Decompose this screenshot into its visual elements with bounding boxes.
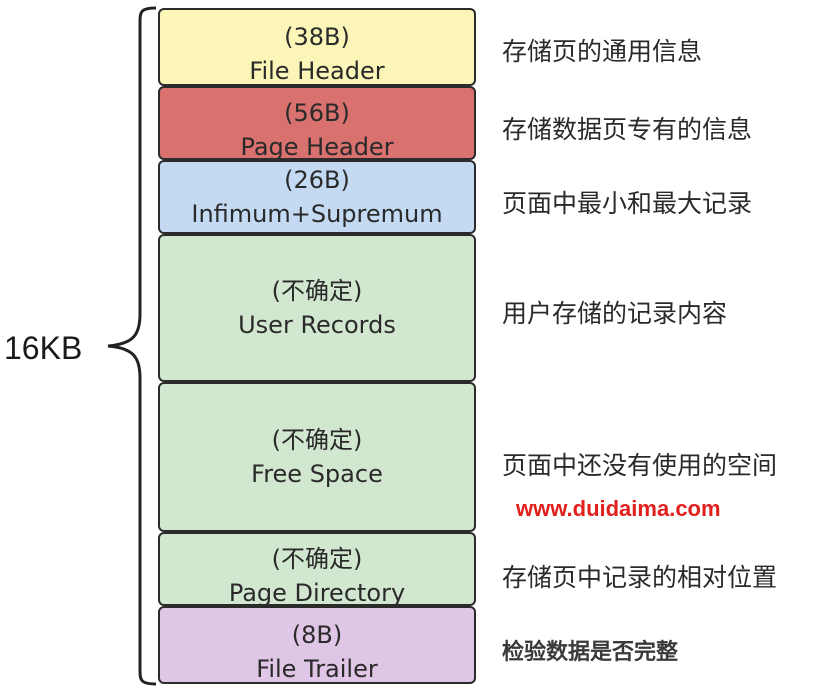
watermark-link[interactable]: www.duidaima.com (516, 496, 721, 521)
block-infimum-supremum: (26B) Infimum+Supremum (158, 160, 476, 234)
block-size: (26B) (284, 166, 350, 194)
block-free-space: (不确定) Free Space (158, 382, 476, 532)
desc-file-header: 存储页的通用信息 (502, 37, 703, 66)
block-size: (8B) (291, 621, 343, 649)
desc-free-space: 页面中还没有使用的空间 (502, 451, 778, 480)
block-size: (56B) (284, 99, 350, 127)
total-size-label: 16KB (4, 330, 83, 366)
block-name: Infimum+Supremum (191, 200, 443, 228)
desc-page-directory: 存储页中记录的相对位置 (502, 563, 778, 592)
block-name: Page Header (240, 133, 394, 160)
block-name: File Header (249, 57, 385, 85)
block-name: Page Directory (228, 579, 406, 606)
curly-brace (107, 6, 157, 686)
block-size: (不确定) (271, 545, 363, 573)
block-file-header: (38B) File Header (158, 8, 476, 86)
block-name: File Trailer (256, 655, 378, 683)
block-file-trailer: (8B) File Trailer (158, 606, 476, 684)
block-user-records: (不确定) User Records (158, 234, 476, 382)
desc-infimum-supremum: 页面中最小和最大记录 (502, 189, 753, 218)
block-name: Free Space (251, 460, 383, 488)
block-size: (不确定) (271, 426, 363, 454)
block-size: (不确定) (271, 277, 363, 305)
block-page-directory: (不确定) Page Directory (158, 532, 476, 606)
block-page-header: (56B) Page Header (158, 86, 476, 160)
desc-page-header: 存储数据页专有的信息 (502, 115, 753, 144)
desc-user-records: 用户存储的记录内容 (502, 299, 728, 328)
desc-file-trailer: 检验数据是否完整 (502, 640, 679, 665)
block-name: User Records (238, 311, 396, 339)
block-size: (38B) (284, 23, 350, 51)
